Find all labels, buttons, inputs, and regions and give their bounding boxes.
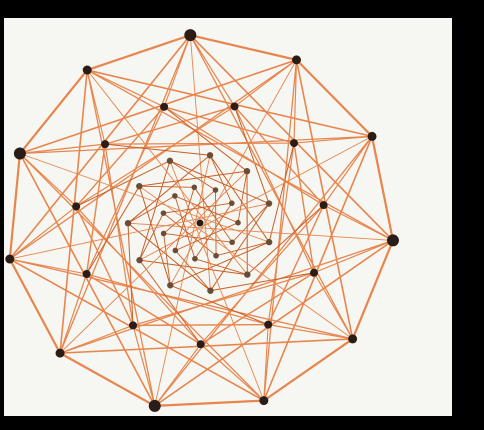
- edge: [264, 60, 297, 401]
- node: [229, 200, 235, 206]
- node: [129, 321, 137, 329]
- edge: [155, 401, 264, 406]
- node: [259, 396, 268, 405]
- node: [149, 400, 161, 412]
- edge: [20, 154, 76, 207]
- edge: [139, 186, 194, 187]
- edge: [190, 35, 393, 240]
- node: [167, 282, 173, 288]
- edge: [76, 206, 133, 325]
- node: [83, 66, 92, 75]
- edge: [139, 171, 247, 186]
- edge: [10, 154, 20, 260]
- node: [136, 183, 142, 189]
- node: [213, 253, 219, 259]
- edge: [195, 259, 247, 275]
- edge: [294, 143, 314, 273]
- edge: [170, 285, 268, 324]
- node: [172, 193, 178, 199]
- edge: [20, 136, 372, 153]
- edge: [87, 70, 164, 107]
- wireframe-figure: [4, 18, 452, 416]
- edge: [140, 260, 248, 274]
- node: [213, 187, 219, 193]
- edge: [105, 144, 210, 155]
- node: [161, 231, 167, 237]
- node: [101, 140, 109, 148]
- node: [184, 29, 196, 41]
- edge: [133, 325, 268, 326]
- edge: [170, 161, 264, 401]
- node: [5, 255, 14, 264]
- edge: [20, 154, 269, 243]
- edge: [87, 70, 393, 240]
- edge: [164, 107, 247, 171]
- node: [72, 202, 80, 210]
- node: [14, 148, 26, 160]
- node: [320, 201, 328, 209]
- node: [229, 239, 235, 245]
- edge: [296, 60, 372, 137]
- node: [292, 55, 301, 64]
- node: [136, 257, 142, 263]
- node: [235, 220, 241, 226]
- node: [387, 234, 399, 246]
- edge: [60, 70, 87, 353]
- node: [197, 220, 204, 227]
- node: [266, 239, 272, 245]
- node: [207, 287, 213, 293]
- edge: [128, 223, 393, 240]
- node: [231, 102, 239, 110]
- edge: [20, 70, 87, 153]
- edge: [10, 206, 76, 259]
- node: [348, 334, 357, 343]
- edge: [296, 60, 352, 339]
- node: [264, 321, 272, 329]
- node: [197, 340, 205, 348]
- edge: [268, 325, 352, 339]
- node: [161, 210, 167, 216]
- edge: [140, 260, 201, 344]
- node: [368, 132, 377, 141]
- edge: [190, 35, 352, 339]
- edge: [164, 233, 171, 285]
- node: [125, 220, 131, 226]
- edge: [105, 143, 294, 144]
- node: [173, 248, 179, 254]
- node: [244, 271, 250, 277]
- node: [266, 200, 272, 206]
- edge: [264, 136, 372, 400]
- node: [56, 349, 65, 358]
- edge: [10, 259, 87, 274]
- edge: [190, 35, 296, 60]
- node: [191, 185, 197, 191]
- node: [290, 139, 298, 147]
- edge: [155, 240, 393, 405]
- edge: [372, 136, 393, 240]
- edge: [87, 35, 190, 70]
- node: [83, 270, 91, 278]
- edge: [60, 325, 133, 353]
- node: [160, 103, 168, 111]
- node: [192, 256, 198, 262]
- node: [207, 152, 213, 158]
- image-panel: [4, 18, 452, 416]
- edge: [87, 70, 372, 136]
- node: [310, 269, 318, 277]
- node: [244, 168, 250, 174]
- node: [167, 158, 173, 164]
- edge: [87, 70, 247, 275]
- edge: [170, 242, 269, 285]
